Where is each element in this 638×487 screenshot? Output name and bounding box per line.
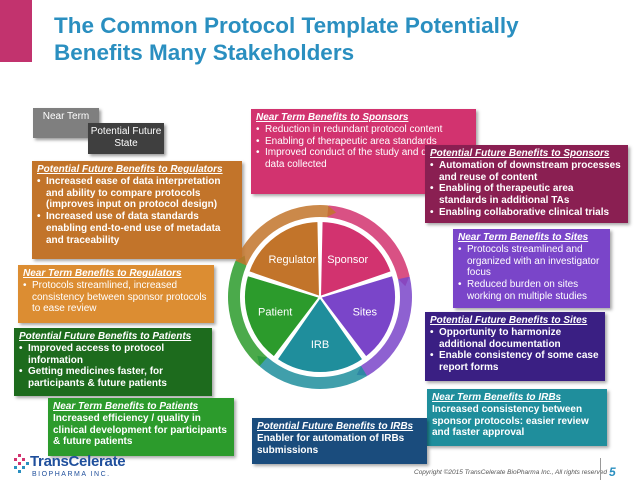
box-text: Increased efficiency / quality in clinic… (53, 412, 227, 448)
wheel-arrow-sponsor (327, 205, 410, 287)
legend-future-state: Potential Future State (88, 123, 164, 154)
transcelerate-logo-icon (14, 454, 29, 473)
list-item: Increased ease of data interpretation an… (37, 176, 237, 211)
wheel-label-regulator: Regulator (268, 254, 316, 266)
logo-subtitle: BIOPHARMA INC. (32, 471, 111, 478)
logo-name: TransCelerate (30, 453, 126, 470)
list-item: Opportunity to harmonize additional docu… (430, 327, 600, 351)
page-number: 5 (609, 465, 616, 479)
wheel-label-sites: Sites (353, 307, 378, 319)
box-heading: Potential Future Benefits to IRBs (257, 421, 414, 432)
list-item: Getting medicines faster, for participan… (19, 366, 207, 390)
list-item: Enabling of therapeutic area standards (256, 136, 471, 148)
box-heading: Near Term Benefits to IRBs (432, 392, 562, 403)
list-item: Protocols streamlined and organized with… (458, 244, 605, 279)
irbs-near-box: Near Term Benefits to IRBs Increased con… (427, 389, 607, 446)
list-item: Enabling collaborative clinical trials (430, 207, 623, 219)
box-heading: Near Term Benefits to Patients (53, 401, 199, 412)
box-heading: Near Term Benefits to Sites (458, 232, 589, 243)
accent-bar (0, 0, 32, 62)
sponsors-future-box: Potential Future Benefits to Sponsors Au… (425, 145, 628, 223)
wheel-arrow-sites (356, 276, 412, 376)
title-line-2: Benefits Many Stakeholders (54, 40, 355, 65)
box-text: Increased consistency between sponsor pr… (432, 403, 589, 439)
sites-future-box: Potential Future Benefits to Sites Oppor… (425, 312, 605, 381)
benefit-list: Automation of downstream processes and r… (430, 160, 623, 219)
list-item: Enable consistency of some case report f… (430, 350, 600, 374)
list-item: Increased use of data standards enabling… (37, 211, 237, 246)
wheel-segment-patient (243, 273, 322, 359)
list-item: Protocols streamlined, increased consist… (23, 280, 209, 315)
wheel-arrow-regulator (235, 205, 337, 266)
list-item: Enabling of therapeutic area standards i… (430, 183, 623, 207)
benefit-list: Improved access to protocol information … (19, 343, 207, 390)
box-heading: Potential Future Benefits to Regulators (37, 164, 223, 175)
wheel-label-sponsor: Sponsor (327, 254, 368, 266)
benefit-list: Protocols streamlined, increased consist… (23, 280, 209, 315)
list-item: Improved conduct of the study and qualit… (256, 147, 471, 171)
irbs-future-box: Potential Future Benefits to IRBs Enable… (252, 418, 427, 464)
wheel-segment-sites (318, 273, 397, 359)
title-line-1: The Common Protocol Template Potentially (54, 13, 519, 38)
benefit-list: Opportunity to harmonize additional docu… (430, 327, 600, 374)
sites-near-box: Near Term Benefits to Sites Protocols st… (453, 229, 610, 308)
list-item: Automation of downstream processes and r… (430, 160, 623, 184)
list-item: Improved access to protocol information (19, 343, 207, 367)
regulators-near-box: Near Term Benefits to Regulators Protoco… (18, 265, 214, 323)
benefit-list: Increased ease of data interpretation an… (37, 176, 237, 247)
benefit-list: Protocols streamlined and organized with… (458, 244, 605, 303)
copyright-text: Copyright ©2015 TransCelerate BioPharma … (414, 469, 608, 476)
footer-divider (600, 458, 601, 480)
patients-near-box: Near Term Benefits to Patients Increased… (48, 398, 234, 456)
wheel-label-patient: Patient (258, 307, 292, 319)
list-item: Reduced burden on sites working on multi… (458, 279, 605, 303)
wheel-segment-irb (275, 295, 365, 374)
regulators-future-box: Potential Future Benefits to Regulators … (32, 161, 242, 259)
wheel-segment-regulator (246, 219, 322, 299)
wheel-segment-sponsor (318, 219, 394, 299)
patients-future-box: Potential Future Benefits to Patients Im… (14, 328, 212, 396)
box-heading: Near Term Benefits to Regulators (23, 268, 182, 279)
box-heading: Potential Future Benefits to Sites (430, 315, 588, 326)
box-text: Enabler for automation of IRBs submissio… (257, 432, 405, 456)
box-heading: Near Term Benefits to Sponsors (256, 112, 409, 123)
benefit-list: Reduction in redundant protocol content … (256, 124, 471, 171)
list-item: Reduction in redundant protocol content (256, 124, 471, 136)
wheel-arrow-irb (257, 355, 368, 389)
page-title: The Common Protocol Template Potentially… (54, 12, 614, 66)
wheel-label-irb: IRB (311, 339, 329, 351)
box-heading: Potential Future Benefits to Sponsors (430, 148, 610, 159)
box-heading: Potential Future Benefits to Patients (19, 331, 192, 342)
wheel-arrow-patient (227, 255, 268, 367)
